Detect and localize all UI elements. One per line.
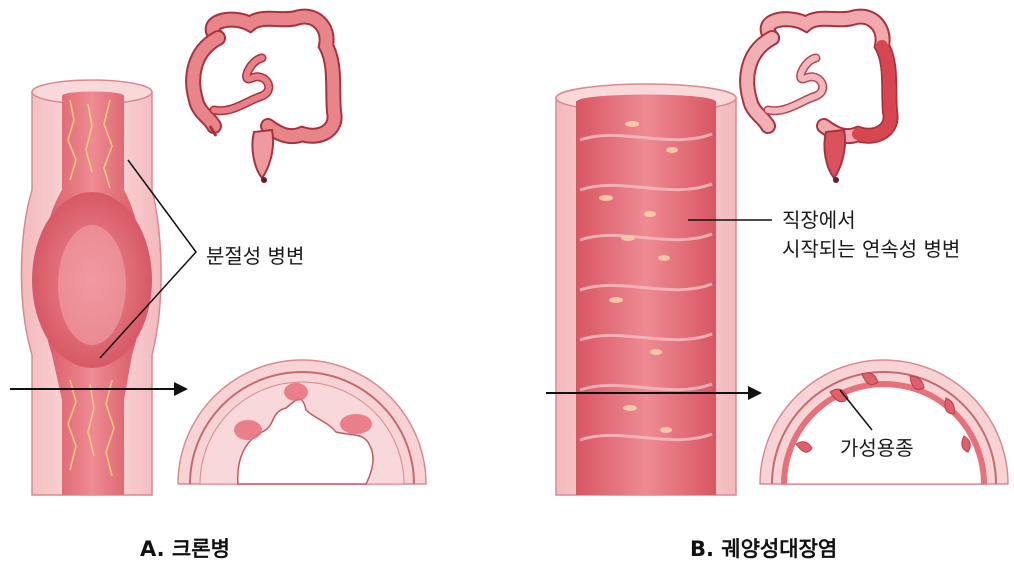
caption-a: A. 크론병: [140, 537, 230, 561]
section-arrow-b: [546, 386, 762, 400]
label-pseudopolyp: 가성용종: [840, 436, 914, 460]
leader-segmental: [99, 159, 197, 359]
section-arrow-a: [10, 382, 188, 396]
panel-a: 분절성 병변 A. 크론병: [10, 8, 427, 561]
crohn-cross-section: [177, 359, 427, 485]
label-segmental-lesion: 분절성 병변: [206, 244, 304, 268]
colon-overview-a: [185, 8, 343, 183]
label-continuous-line2: 시작되는 연속성 병변: [782, 237, 960, 261]
leader-pseudopolyp: [839, 389, 873, 431]
panel-b: 직장에서 시작되는 연속성 병변 가성용종 B. 궤양: [546, 8, 1009, 561]
uc-colon-tube: [555, 83, 737, 496]
crohn-colon-tube: [20, 79, 162, 496]
uc-cross-section: [759, 359, 1009, 485]
caption-b: B. 궤양성대장염: [690, 537, 837, 561]
label-continuous-line1: 직장에서: [782, 208, 856, 232]
colon-overview-b: [739, 8, 899, 183]
